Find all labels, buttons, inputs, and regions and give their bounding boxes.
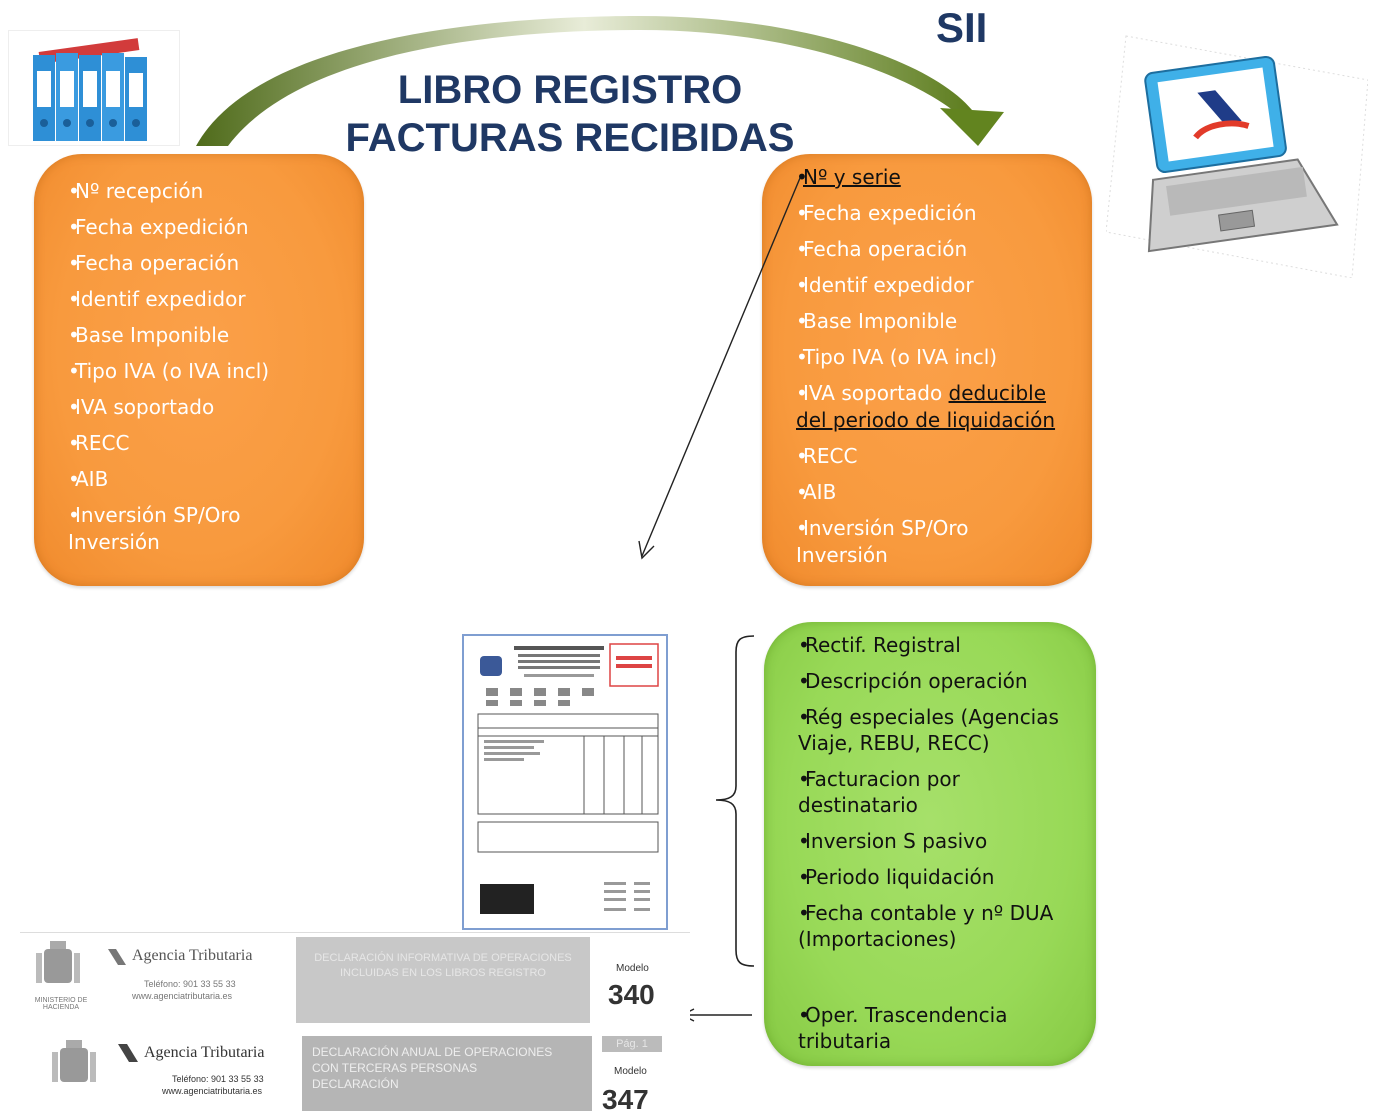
title-line-2: FACTURAS RECIBIDAS: [345, 116, 795, 160]
list-item: •Oper. Trascendencia tributaria: [798, 1003, 1008, 1053]
modelo-number: 347: [602, 1084, 649, 1115]
list-item: •Fecha operación: [796, 237, 968, 261]
form-347-banner: DECLARACIÓN ANUAL DE OPERACIONES CON TER…: [302, 1036, 592, 1111]
list-item: •Fecha contable y nº DUA (Importaciones): [798, 901, 1054, 951]
left-register-box: •Nº recepción •Fecha expedición •Fecha o…: [34, 154, 364, 586]
aeat-logo-icon: [108, 949, 126, 965]
binders-icon: [8, 30, 180, 146]
list-item: •Rég especiales (Agencias Viaje, REBU, R…: [798, 705, 1059, 755]
list-item: •Fecha expedición: [796, 201, 977, 225]
list-item: •Identif expedidor: [796, 273, 974, 297]
aeat-logo-icon: [118, 1044, 138, 1062]
list-item: •Facturacion por destinatario: [798, 767, 960, 817]
form-340-banner: DECLARACIÓN INFORMATIVA DE OPERACIONES I…: [296, 937, 590, 1023]
list-item: •Tipo IVA (o IVA incl): [796, 345, 998, 369]
list-item: •Rectif. Registral: [798, 633, 961, 657]
agency-web: www.agenciatributaria.es: [162, 1086, 263, 1096]
list-item: •AIB: [68, 467, 109, 491]
list-item: •IVA soportado deducible del periodo de …: [796, 381, 1056, 432]
agency-web: www.agenciatributaria.es: [132, 991, 233, 1001]
left-register-list: •Nº recepción •Fecha expedición •Fecha o…: [68, 178, 334, 556]
list-item: •Fecha operación: [68, 251, 240, 275]
list-item: •Nº recepción: [68, 179, 204, 203]
modelo-label: Modelo: [616, 963, 649, 974]
laptop-aeat-icon: [1105, 32, 1369, 279]
list-item: •Inversion S pasivo: [798, 829, 988, 853]
trascendencia-list: •Oper. Trascendencia tributaria: [798, 1002, 1068, 1064]
list-item: •Base Imponible: [68, 323, 230, 347]
list-item: •Identif expedidor: [68, 287, 246, 311]
form-347: Agencia Tributaria Teléfono: 901 33 55 3…: [36, 1032, 676, 1115]
additional-fields-list: •Rectif. Registral •Descripción operació…: [798, 632, 1072, 952]
coat-of-arms-icon: [36, 941, 80, 983]
title-line-1: LIBRO REGISTRO: [397, 68, 743, 112]
agency-phone: Teléfono: 901 33 55 33: [172, 1074, 264, 1084]
additional-fields-box: •Rectif. Registral •Descripción operació…: [764, 622, 1096, 1066]
list-item: •AIB: [796, 480, 837, 504]
list-item: •Base Imponible: [796, 309, 958, 333]
right-sii-list: •Nº y serie •Fecha expedición •Fecha ope…: [796, 164, 1062, 569]
modelo-label: Modelo: [614, 1066, 647, 1077]
list-item: •Nº y serie: [796, 165, 901, 189]
agency-name: Agencia Tributaria: [144, 1044, 265, 1061]
list-item: •RECC: [796, 444, 858, 468]
list-item: •Periodo liquidación: [798, 865, 995, 889]
arc-arrow: [196, 16, 1004, 146]
list-item: •Tipo IVA (o IVA incl): [68, 359, 270, 383]
right-sii-box: •Nº y serie •Fecha expedición •Fecha ope…: [762, 154, 1092, 586]
list-item: •Descripción operación: [798, 669, 1028, 693]
list-item: •RECC: [68, 431, 130, 455]
list-item: •Fecha expedición: [68, 215, 249, 239]
agency-name: Agencia Tributaria: [132, 947, 253, 964]
modelo-number: 340: [608, 979, 655, 1010]
list-item: •Inversión SP/Oro Inversión: [68, 503, 241, 554]
sii-label: SII: [936, 4, 988, 51]
list-item: •IVA soportado: [68, 395, 215, 419]
form-340: MINISTERIO DE HACIENDA Agencia Tributari…: [20, 932, 690, 1028]
agency-phone: Teléfono: 901 33 55 33: [144, 979, 236, 989]
page-label: Pág. 1: [602, 1036, 662, 1052]
coat-of-arms-icon: [52, 1040, 96, 1082]
list-item: •Inversión SP/Oro Inversión: [796, 516, 969, 567]
invoice-document-icon: [462, 634, 668, 930]
